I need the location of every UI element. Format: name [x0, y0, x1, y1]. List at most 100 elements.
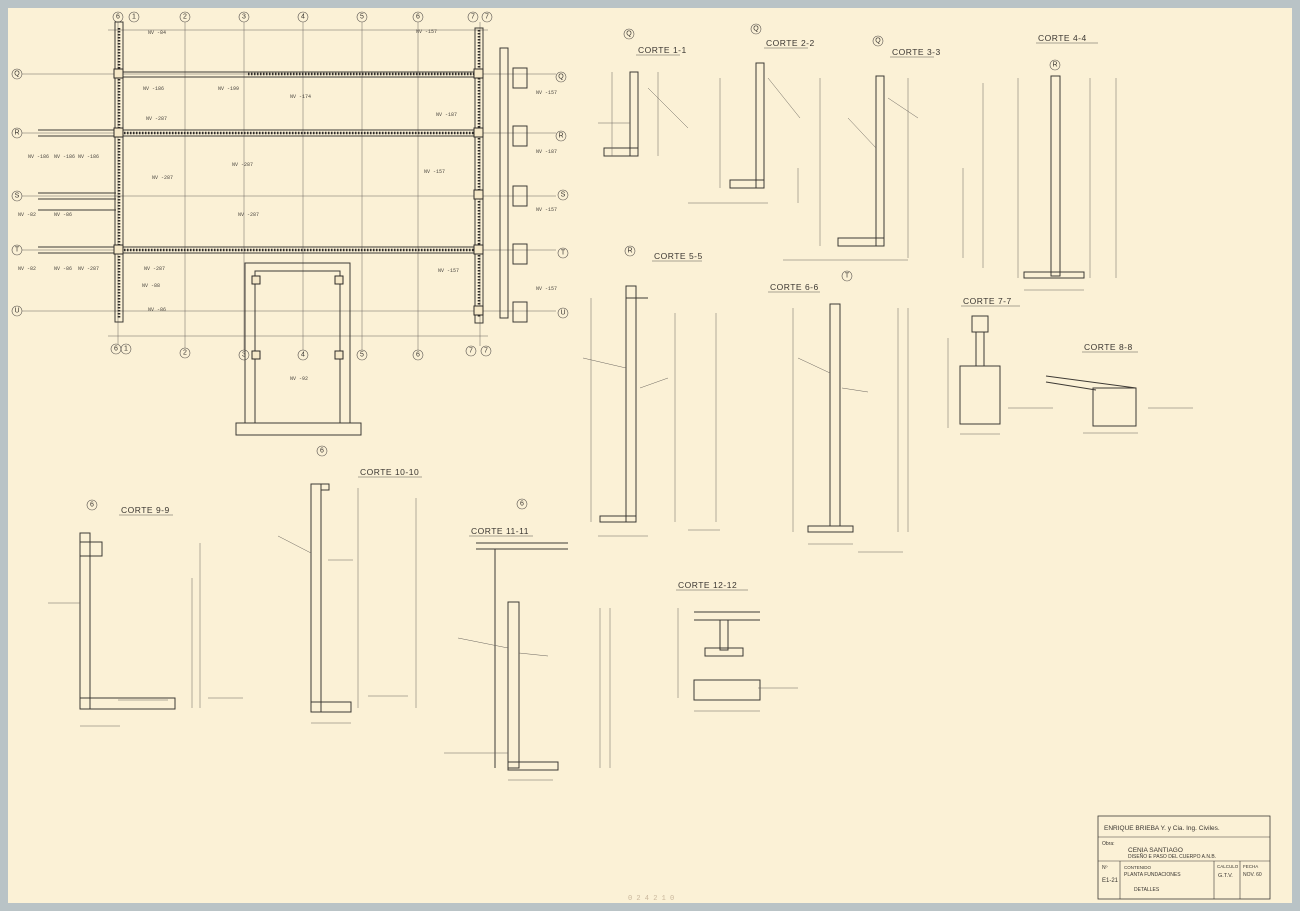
svg-text:NV -186: NV -186 — [143, 86, 164, 92]
svg-text:NV -287: NV -287 — [78, 266, 99, 272]
svg-text:NV -157: NV -157 — [536, 207, 557, 213]
section-title: CORTE 2-2 — [766, 38, 815, 48]
section-title: CORTE 12-12 — [678, 580, 737, 590]
svg-text:NV -186: NV -186 — [28, 154, 49, 160]
svg-text:S: S — [15, 193, 20, 200]
section-corte-10-10: 6 CORTE 10-10 — [277, 445, 422, 724]
svg-text:U: U — [560, 310, 565, 317]
plan-column-axes-bottom: 6 1 2 3 4 5 6 7 7 — [110, 343, 492, 361]
section-title: CORTE 8-8 — [1084, 342, 1133, 352]
svg-text:NV -186: NV -186 — [54, 154, 75, 160]
svg-text:NV -86: NV -86 — [54, 266, 72, 272]
section-corte-2-2: Q CORTE 2-2 — [688, 23, 815, 204]
section-corte-1-1: Q CORTE 1-1 — [598, 28, 689, 157]
svg-text:Q: Q — [558, 74, 564, 81]
svg-text:NV -287: NV -287 — [152, 175, 173, 181]
svg-text:NV -187: NV -187 — [436, 112, 457, 118]
svg-text:7: 7 — [469, 348, 473, 355]
obra-line2: DISEÑO E PASO DEL CUERPO A.N.B. — [1128, 853, 1216, 860]
section-title: CORTE 5-5 — [654, 251, 703, 261]
svg-text:U: U — [14, 308, 19, 315]
svg-text:6: 6 — [520, 501, 524, 508]
svg-text:1: 1 — [124, 346, 128, 353]
svg-text:NV -187: NV -187 — [536, 149, 557, 155]
section-title: CORTE 11-11 — [471, 526, 529, 536]
svg-text:NV -186: NV -186 — [78, 154, 99, 160]
svg-text:T: T — [845, 273, 850, 280]
axis-label: 5 — [360, 14, 364, 21]
section-corte-4-4: R CORTE 4-4 — [962, 33, 1117, 291]
svg-text:NV -157: NV -157 — [536, 90, 557, 96]
section-corte-5-5: R CORTE 5-5 — [582, 245, 720, 537]
section-title: CORTE 9-9 — [121, 505, 170, 515]
firm-name: ENRIQUE BRIEBA Y. y Cia. Ing. Civiles. — [1104, 825, 1220, 832]
svg-text:NV -84: NV -84 — [148, 30, 166, 36]
axis-label: 1 — [132, 14, 136, 21]
svg-text:Q: Q — [14, 71, 20, 78]
svg-text:6: 6 — [114, 346, 118, 353]
section-corte-7-7: CORTE 7-7 — [947, 296, 1053, 435]
section-title: CORTE 10-10 — [360, 467, 419, 477]
section-title: CORTE 1-1 — [638, 45, 687, 55]
plan-row-axes-right: Q R S T U — [555, 71, 569, 319]
axis-label: 3 — [242, 14, 246, 21]
svg-text:2: 2 — [183, 350, 187, 357]
svg-text:NV -88: NV -88 — [142, 283, 160, 289]
axis-label: 7 — [485, 14, 489, 21]
drawing-sheet: 6 1 2 3 4 5 6 7 7 6 1 2 3 4 5 6 7 7 Q R … — [8, 8, 1292, 903]
calculo-label: CALCULO — [1217, 864, 1239, 869]
svg-text:NV -86: NV -86 — [54, 212, 72, 218]
svg-text:NV -82: NV -82 — [18, 266, 36, 272]
fecha-label: FECHA — [1243, 864, 1258, 869]
section-corte-6-6: T CORTE 6-6 — [768, 270, 909, 553]
svg-text:NV -92: NV -92 — [290, 376, 308, 382]
svg-text:R: R — [1052, 62, 1057, 69]
title-block: ENRIQUE BRIEBA Y. y Cia. Ing. Civiles. O… — [1097, 815, 1271, 900]
calculo-value: G.T.V. — [1218, 873, 1233, 879]
contenido-line2: DETALLES — [1134, 887, 1160, 893]
svg-text:NV -287: NV -287 — [238, 212, 259, 218]
axis-label: 6 — [116, 14, 120, 21]
svg-text:6: 6 — [416, 352, 420, 359]
no-label: Nº — [1102, 865, 1108, 871]
obra-label: Obra: — [1102, 841, 1115, 847]
plan-column-axes-top: 6 1 2 3 4 5 6 7 7 — [112, 11, 493, 23]
svg-text:NV -157: NV -157 — [424, 169, 445, 175]
svg-text:Q: Q — [753, 26, 759, 33]
svg-text:6: 6 — [320, 448, 324, 455]
svg-text:R: R — [14, 130, 19, 137]
section-title: CORTE 3-3 — [892, 47, 941, 57]
section-corte-9-9: 6 CORTE 9-9 — [48, 499, 243, 727]
axis-label: 4 — [301, 14, 305, 21]
svg-text:5: 5 — [360, 352, 364, 359]
svg-text:R: R — [627, 248, 632, 255]
contenido-label: CONTENIDO — [1124, 865, 1151, 870]
axis-label: 6 — [416, 14, 420, 21]
obra-line1: CENIA SANTIAGO — [1128, 847, 1183, 854]
section-corte-11-11: 6 CORTE 11-11 — [444, 498, 611, 781]
section-title: CORTE 4-4 — [1038, 33, 1087, 43]
section-corte-8-8: CORTE 8-8 — [1045, 342, 1193, 434]
svg-text:NV -82: NV -82 — [18, 212, 36, 218]
section-title: CORTE 7-7 — [963, 296, 1012, 306]
svg-text:Q: Q — [875, 38, 881, 45]
svg-text:S: S — [561, 192, 566, 199]
foundation-plan: 6 1 2 3 4 5 6 7 7 6 1 2 3 4 5 6 7 7 Q R … — [11, 11, 569, 436]
plan-row-axes-left: Q R S T U — [11, 68, 23, 317]
sheet-number: E1-21 — [1102, 878, 1119, 884]
svg-text:Q: Q — [626, 31, 632, 38]
svg-text:R: R — [558, 133, 563, 140]
section-corte-12-12: CORTE 12-12 — [676, 580, 798, 712]
svg-text:NV -199: NV -199 — [218, 86, 239, 92]
svg-text:NV -86: NV -86 — [148, 307, 166, 313]
svg-text:3: 3 — [242, 352, 246, 359]
contenido-line1: PLANTA FUNDACIONES — [1124, 872, 1181, 878]
section-title: CORTE 6-6 — [770, 282, 819, 292]
svg-text:NV -157: NV -157 — [416, 29, 437, 35]
svg-text:T: T — [15, 247, 20, 254]
svg-text:4: 4 — [301, 352, 305, 359]
svg-text:NV -287: NV -287 — [232, 162, 253, 168]
svg-text:NV -157: NV -157 — [438, 268, 459, 274]
svg-text:T: T — [561, 250, 566, 257]
svg-text:6: 6 — [90, 502, 94, 509]
